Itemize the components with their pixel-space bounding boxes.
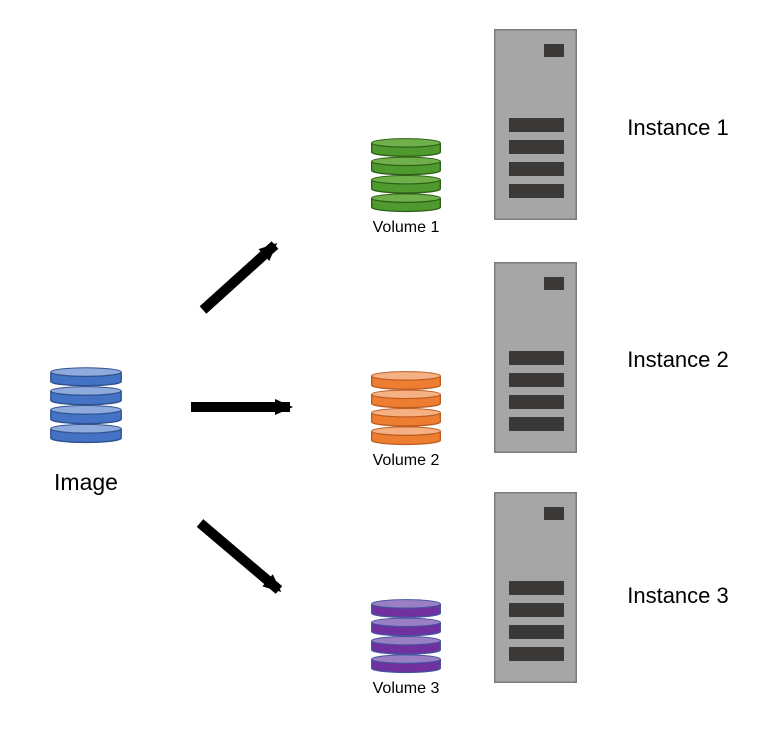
instance-3-server-icon — [494, 492, 577, 683]
image-node: Image — [43, 366, 129, 496]
database-icon — [371, 138, 441, 213]
image-label: Image — [54, 469, 118, 495]
volume-2-label: Volume 2 — [372, 452, 440, 469]
instance-1-label: Instance 1 — [627, 115, 729, 140]
volume-1-label: Volume 1 — [372, 219, 440, 236]
volume-2-node: Volume 2 — [364, 370, 448, 470]
instance-1-server-icon — [494, 29, 577, 220]
volume-3-label: Volume 3 — [372, 680, 440, 697]
instance-2-server-icon — [494, 262, 577, 453]
arrow-image-to-volume-3 — [196, 519, 283, 594]
database-icon — [371, 599, 441, 674]
volume-3-node: Volume 3 — [364, 598, 448, 698]
database-icon — [371, 371, 441, 446]
volume-1-node: Volume 1 — [364, 137, 448, 237]
database-icon — [50, 367, 122, 444]
instance-3-label: Instance 3 — [627, 583, 729, 608]
arrow-image-to-volume-1 — [199, 241, 279, 314]
instance-2-label: Instance 2 — [627, 347, 729, 372]
